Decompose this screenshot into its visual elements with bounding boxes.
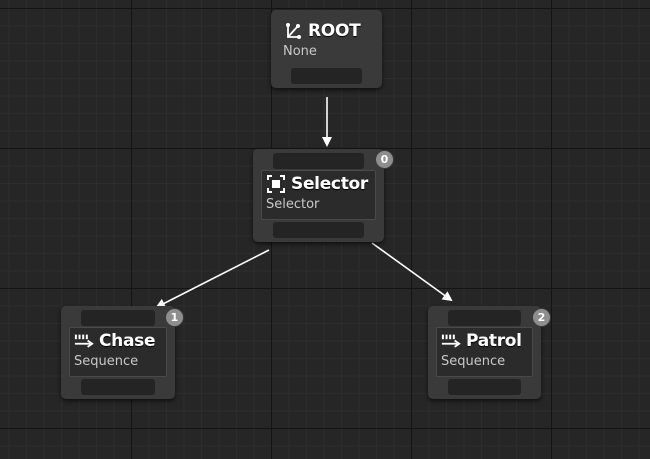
chase-subtitle: Sequence — [74, 354, 139, 369]
selector-icon — [266, 174, 286, 194]
root-node[interactable]: ROOT None — [271, 10, 382, 88]
root-title-row: ROOT — [279, 18, 374, 44]
root-node-body: ROOT None — [279, 18, 374, 59]
selector-node-body: Selector Selector — [261, 170, 376, 220]
root-output-pin[interactable] — [291, 68, 362, 84]
selector-title-row: Selector — [262, 171, 375, 197]
patrol-title: Patrol — [466, 331, 522, 351]
selector-node[interactable]: Selector Selector — [253, 149, 384, 242]
chase-node[interactable]: Chase Sequence — [61, 306, 175, 399]
selector-output-pin[interactable] — [273, 222, 364, 238]
chase-index-badge: 1 — [165, 308, 184, 327]
sequence-icon — [74, 331, 94, 351]
selector-index-badge: 0 — [375, 150, 394, 169]
patrol-output-pin[interactable] — [448, 379, 521, 395]
chase-node-body: Chase Sequence — [69, 327, 167, 377]
branch-icon — [283, 21, 303, 41]
chase-input-pin[interactable] — [81, 310, 155, 326]
selector-title: Selector — [291, 174, 368, 194]
patrol-subtitle: Sequence — [441, 354, 506, 369]
patrol-node-body: Patrol Sequence — [436, 327, 533, 377]
wire-selector-chase — [155, 249, 270, 308]
chase-title: Chase — [99, 331, 156, 351]
patrol-input-pin[interactable] — [448, 310, 521, 326]
wire-selector-patrol — [371, 242, 453, 302]
chase-output-pin[interactable] — [81, 379, 155, 395]
root-subtitle: None — [283, 44, 317, 59]
selector-input-pin[interactable] — [273, 153, 364, 169]
root-title: ROOT — [308, 21, 361, 41]
chase-title-row: Chase — [70, 328, 166, 354]
patrol-node[interactable]: Patrol Sequence — [428, 306, 541, 399]
selector-subtitle: Selector — [266, 197, 320, 212]
patrol-index-badge: 2 — [532, 308, 551, 327]
patrol-title-row: Patrol — [437, 328, 532, 354]
sequence-icon — [441, 331, 461, 351]
